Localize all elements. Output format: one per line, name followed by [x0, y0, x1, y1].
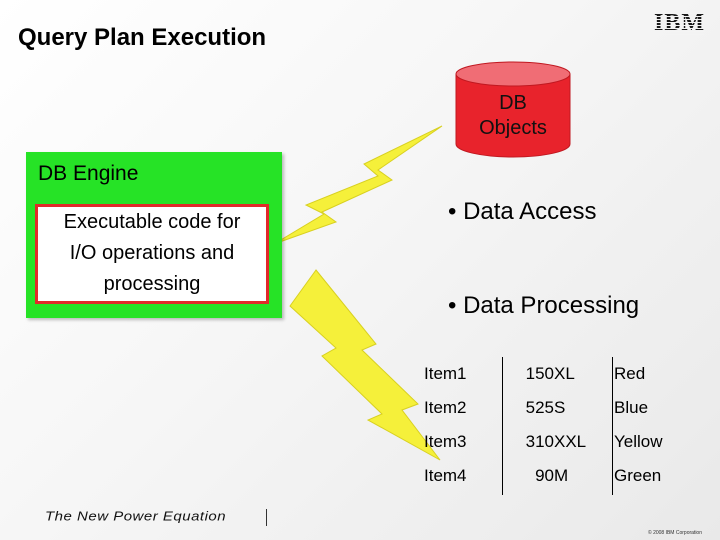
code-line-3: processing: [103, 273, 201, 295]
lightning-bolt-upper-icon: [273, 125, 443, 245]
table-row: Item2 525 S Blue: [424, 391, 714, 425]
table-cell: S: [554, 398, 566, 417]
executable-code-box: Executable code for I/O operations and p…: [35, 204, 269, 304]
table-cell: 525: [525, 398, 554, 417]
table-divider: [612, 357, 613, 495]
code-line-2: I/O operations and: [69, 242, 235, 264]
db-objects-cylinder: DB Objects: [454, 60, 572, 160]
table-cell: Item3: [424, 432, 467, 451]
table-cell: M: [554, 466, 569, 485]
cylinder-label-line2: Objects: [479, 117, 547, 139]
cylinder-label-line1: DB: [499, 92, 527, 114]
slide-title: Query Plan Execution: [18, 24, 267, 51]
bullet-data-processing: • Data Processing: [448, 292, 640, 319]
db-engine-label: DB Engine: [38, 162, 139, 185]
code-line-1: Executable code for: [63, 211, 241, 233]
table-cell: Yellow: [614, 432, 663, 451]
table-cell: Item4: [424, 466, 467, 485]
table-row: Item3 310 XXL Yellow: [424, 425, 714, 459]
footer-tagline: The New Power Equation: [45, 509, 227, 524]
table-cell: 90: [535, 466, 554, 485]
table-row: Item1 150 XL Red: [424, 357, 714, 391]
table-cell: Item2: [424, 398, 467, 417]
copyright-notice: © 2008 IBM Corporation: [648, 530, 702, 536]
table-cell: Item1: [424, 364, 467, 383]
footer-divider: [266, 509, 267, 526]
table-cell: XXL: [554, 432, 587, 451]
lightning-bolt-lower-icon: [289, 269, 441, 461]
bullet-data-access: • Data Access: [448, 198, 597, 225]
table-divider: [502, 357, 503, 495]
items-table: Item1 150 XL Red Item2 525 S Blue Item3 …: [424, 357, 714, 493]
ibm-logo: IBM: [654, 10, 705, 36]
table-cell: 150: [525, 364, 554, 383]
table-row: Item4 90 M Green: [424, 459, 714, 493]
table-cell: 310: [525, 432, 554, 451]
table-cell: Blue: [614, 398, 649, 417]
table-cell: XL: [554, 364, 575, 383]
table-cell: Red: [614, 364, 646, 383]
table-cell: Green: [614, 466, 662, 485]
